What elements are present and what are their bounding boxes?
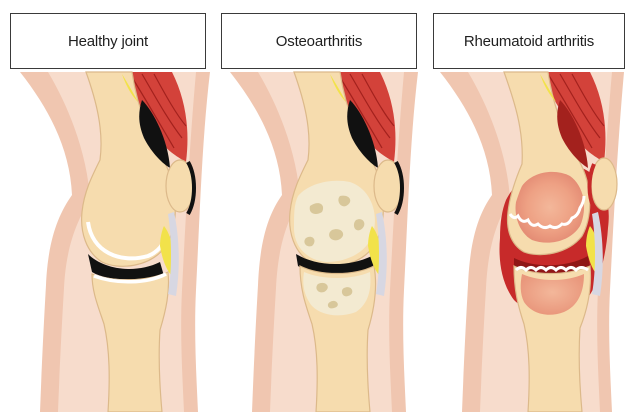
- label-osteoarthritis-text: Osteoarthritis: [276, 33, 362, 50]
- ra-femur-core: [516, 172, 585, 243]
- healthy-knee-illustration: [20, 72, 210, 412]
- osteoarthritis-knee-illustration: [230, 72, 418, 412]
- label-healthy-joint: Healthy joint: [10, 13, 206, 69]
- label-osteoarthritis: Osteoarthritis: [221, 13, 417, 69]
- rheumatoid-knee-illustration: [440, 72, 624, 412]
- label-rheumatoid-arthritis-text: Rheumatoid arthritis: [464, 33, 594, 50]
- label-rheumatoid-arthritis: Rheumatoid arthritis: [433, 13, 625, 69]
- label-healthy-joint-text: Healthy joint: [68, 33, 148, 50]
